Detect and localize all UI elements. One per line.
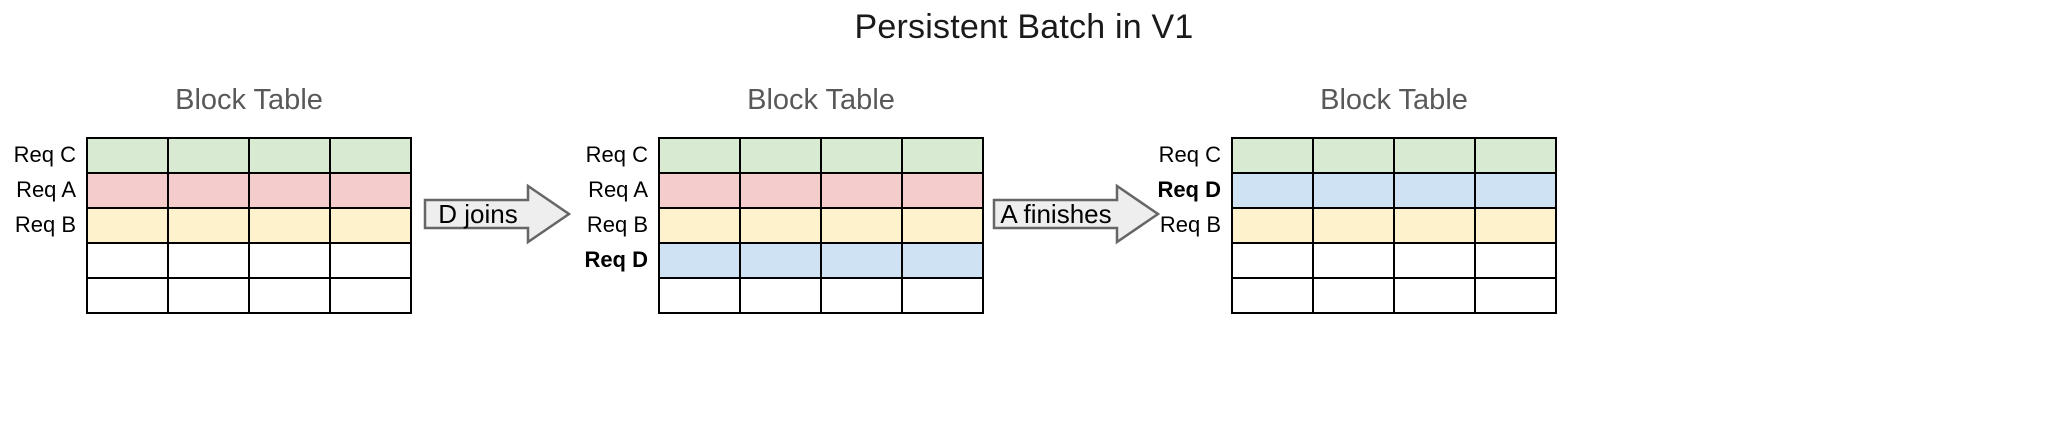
block-cell[interactable] [1393, 242, 1476, 279]
block-cell[interactable] [1474, 172, 1557, 209]
block-cell[interactable] [658, 242, 741, 279]
table-row [86, 172, 412, 209]
block-cell[interactable] [901, 172, 984, 209]
block-table-grid-1 [86, 137, 412, 314]
block-cell[interactable] [820, 242, 903, 279]
table-row [658, 172, 984, 209]
block-cell[interactable] [329, 242, 412, 279]
block-cell[interactable] [901, 242, 984, 279]
block-cell[interactable] [1474, 242, 1557, 279]
block-cell[interactable] [739, 277, 822, 314]
block-cell[interactable] [1231, 137, 1314, 174]
row-label-1-2: Req B [14, 212, 76, 237]
block-cell[interactable] [1231, 277, 1314, 314]
row-label-2-1: Req A [588, 177, 648, 202]
block-table-grid-3 [1231, 137, 1557, 314]
table-row [86, 242, 412, 279]
row-label-column-2: Req C Req A Req B Req D [584, 137, 648, 312]
block-cell[interactable] [1393, 172, 1476, 209]
block-table-grid-2 [658, 137, 984, 314]
block-cell[interactable] [820, 137, 903, 174]
block-cell[interactable] [901, 277, 984, 314]
row-label-3-0: Req C [1158, 142, 1221, 167]
block-cell[interactable] [248, 277, 331, 314]
block-cell[interactable] [1231, 242, 1314, 279]
block-cell[interactable] [167, 137, 250, 174]
row-label-3-1: Req D [1157, 177, 1221, 202]
block-cell[interactable] [1393, 207, 1476, 244]
block-cell[interactable] [329, 207, 412, 244]
panel-title-2: Block Table [747, 84, 895, 116]
block-cell[interactable] [248, 172, 331, 209]
row-label-2-3: Req D [584, 247, 648, 272]
block-cell[interactable] [658, 207, 741, 244]
block-cell[interactable] [329, 172, 412, 209]
block-cell[interactable] [901, 207, 984, 244]
block-cell[interactable] [1312, 137, 1395, 174]
block-cell[interactable] [739, 242, 822, 279]
block-cell[interactable] [658, 137, 741, 174]
block-cell[interactable] [1312, 207, 1395, 244]
row-label-column-3: Req C Req D Req B [1157, 137, 1221, 312]
block-cell[interactable] [86, 242, 169, 279]
block-cell[interactable] [329, 277, 412, 314]
block-cell[interactable] [1231, 172, 1314, 209]
block-cell[interactable] [820, 277, 903, 314]
transition-arrow-a-finishes: A finishes [992, 183, 1161, 245]
block-cell[interactable] [739, 207, 822, 244]
block-cell[interactable] [1312, 277, 1395, 314]
table-row [658, 277, 984, 314]
panel-title-1: Block Table [175, 84, 323, 116]
page-title: Persistent Batch in V1 [854, 8, 1194, 46]
table-row [658, 137, 984, 174]
table-row [1231, 207, 1557, 244]
panel-title-3: Block Table [1320, 84, 1468, 116]
table-row [658, 207, 984, 244]
block-cell[interactable] [1312, 172, 1395, 209]
block-cell[interactable] [86, 137, 169, 174]
block-cell[interactable] [1312, 242, 1395, 279]
block-cell[interactable] [167, 242, 250, 279]
row-label-column-1: Req C Req A Req B [14, 137, 76, 312]
block-cell[interactable] [1393, 137, 1476, 174]
block-cell[interactable] [248, 207, 331, 244]
block-cell[interactable] [658, 277, 741, 314]
block-cell[interactable] [86, 277, 169, 314]
table-row [1231, 242, 1557, 279]
block-cell[interactable] [739, 137, 822, 174]
block-cell[interactable] [820, 207, 903, 244]
table-row [86, 137, 412, 174]
block-cell[interactable] [86, 172, 169, 209]
block-cell[interactable] [1393, 277, 1476, 314]
row-label-2-0: Req C [585, 142, 648, 167]
table-row [1231, 277, 1557, 314]
block-cell[interactable] [658, 172, 741, 209]
transition-arrow-d-joins: D joins [423, 183, 572, 245]
row-label-3-2: Req B [1159, 212, 1221, 237]
block-cell[interactable] [248, 242, 331, 279]
block-cell[interactable] [167, 277, 250, 314]
block-cell[interactable] [1474, 137, 1557, 174]
block-cell[interactable] [167, 207, 250, 244]
row-label-1-0: Req C [13, 142, 76, 167]
table-row [86, 277, 412, 314]
block-cell[interactable] [820, 172, 903, 209]
block-cell[interactable] [1231, 207, 1314, 244]
block-cell[interactable] [329, 137, 412, 174]
block-cell[interactable] [86, 207, 169, 244]
row-label-2-2: Req B [586, 212, 648, 237]
block-cell[interactable] [167, 172, 250, 209]
block-cell[interactable] [1474, 207, 1557, 244]
block-cell[interactable] [248, 137, 331, 174]
table-row [658, 242, 984, 279]
table-row [86, 207, 412, 244]
table-row [1231, 137, 1557, 174]
block-cell[interactable] [1474, 277, 1557, 314]
table-row [1231, 172, 1557, 209]
row-label-1-1: Req A [16, 177, 76, 202]
block-cell[interactable] [739, 172, 822, 209]
block-cell[interactable] [901, 137, 984, 174]
